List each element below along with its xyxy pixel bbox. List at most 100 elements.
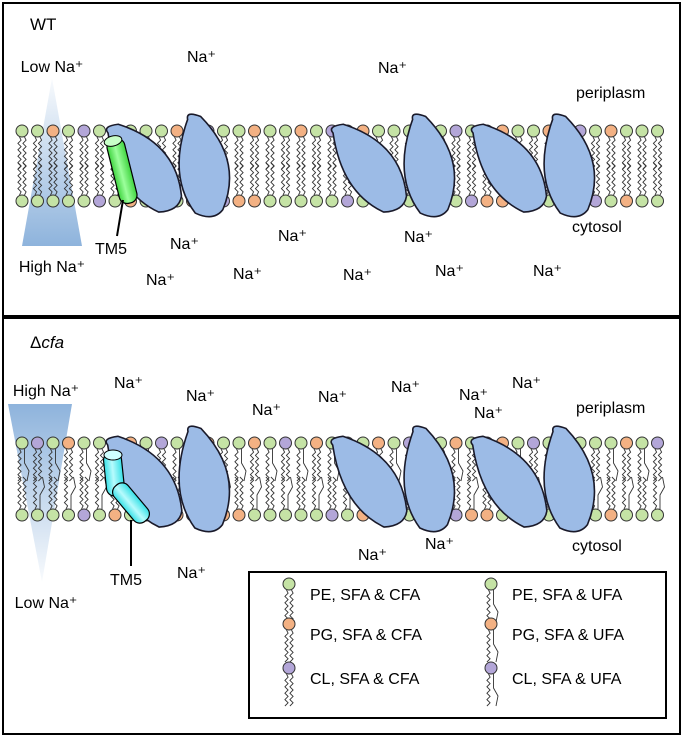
wt-panel-frame <box>2 2 681 317</box>
lipid-bottom <box>263 476 277 522</box>
transporter-dimer <box>330 113 456 218</box>
lipid-bottom <box>465 476 479 522</box>
lipid-bottom <box>62 162 75 208</box>
lipid-bottom <box>294 162 308 208</box>
sodium-ion-label: Na⁺ <box>186 388 215 405</box>
lipid-bottom <box>279 476 293 522</box>
lipid-top <box>651 436 664 482</box>
lipid-bottom <box>279 162 292 208</box>
sodium-ion-label: Na⁺ <box>404 229 433 246</box>
lipid-bottom <box>248 476 262 522</box>
sodium-ion-label: Na⁺ <box>146 272 175 289</box>
lipid-top <box>589 436 602 482</box>
legend-lipid-icon <box>484 577 499 623</box>
wt-title: WT <box>30 15 56 34</box>
wt-tm5-label: TM5 <box>95 241 127 258</box>
lipid-top <box>635 436 650 482</box>
lipid-top <box>310 436 323 482</box>
dcfa-gradient-top-label: High Na⁺ <box>13 383 79 400</box>
legend-item: PE, SFA & CFA <box>282 577 421 623</box>
wt-gradient-triangle <box>22 78 82 246</box>
lipid-bottom <box>15 162 29 208</box>
lipid-top <box>620 124 633 170</box>
lipid-bottom <box>46 162 60 208</box>
lipid-bottom <box>248 162 261 208</box>
sodium-ion-label: Na⁺ <box>459 387 488 404</box>
legend-item: PG, SFA & UFA <box>484 617 624 663</box>
legend-label: PG, SFA & UFA <box>512 627 624 644</box>
lipid-top <box>62 436 75 482</box>
legend-label: CL, SFA & UFA <box>512 671 622 688</box>
lipid-top <box>263 436 278 482</box>
dcfa-cytosol-label: cytosol <box>572 538 622 555</box>
wt-gradient-top-label: Low Na⁺ <box>21 59 84 76</box>
sodium-ion-label: Na⁺ <box>318 389 347 406</box>
dcfa-tm5-label: TM5 <box>110 572 142 589</box>
transporter-dimer <box>470 113 596 218</box>
sodium-ion-label: Na⁺ <box>177 565 206 582</box>
legend-lipid-icon <box>282 577 296 623</box>
lipid-top <box>449 436 464 482</box>
sodium-ion-label: Na⁺ <box>391 379 420 396</box>
lipid-bottom <box>465 162 478 208</box>
lipid-top <box>232 124 246 170</box>
lipid-bottom <box>77 162 91 208</box>
legend-label: CL, SFA & CFA <box>310 671 420 688</box>
wt-gradient-bottom-label: High Na⁺ <box>19 259 85 276</box>
dcfa-title: Δcfa <box>30 333 64 352</box>
lipid-top <box>248 436 261 482</box>
sodium-ion-label: Na⁺ <box>278 228 307 245</box>
legend-lipid-icon <box>484 661 499 707</box>
lipid-bottom <box>31 476 45 522</box>
lipid-bottom <box>651 162 664 208</box>
dcfa-tm5-helix <box>102 449 151 566</box>
lipid-bottom <box>449 162 463 208</box>
dcfa-panel: Δcfa High Na⁺ Low Na⁺ TM5 periplasm cyto… <box>2 317 681 735</box>
lipid-bottom <box>604 162 618 208</box>
lipid-top <box>604 436 619 482</box>
legend-lipid-icon <box>282 661 296 707</box>
lipid-bottom <box>232 162 246 208</box>
lipid-top <box>651 124 664 170</box>
lipid-top <box>294 436 309 482</box>
lipid-top <box>46 436 61 482</box>
lipid-bottom <box>635 476 649 522</box>
lipid-top <box>279 436 292 482</box>
lipid-bottom <box>294 476 308 522</box>
lipid-top <box>263 124 277 170</box>
lipid-bottom <box>310 476 324 522</box>
legend-item: CL, SFA & UFA <box>484 661 622 707</box>
lipid-bottom <box>263 162 277 208</box>
dcfa-panel-frame <box>2 317 681 735</box>
lipid-bottom <box>651 476 665 522</box>
sodium-ion-label: Na⁺ <box>512 375 541 392</box>
legend-box <box>248 571 667 719</box>
dcfa-transporters <box>105 425 596 533</box>
lipid-bottom <box>635 162 649 208</box>
wt-panel: WT Low Na⁺ High Na⁺ TM5 periplasm cytoso… <box>2 2 681 317</box>
lipid-top <box>635 124 649 170</box>
dcfa-sodium-ions: Na⁺Na⁺Na⁺Na⁺Na⁺Na⁺Na⁺Na⁺Na⁺Na⁺Na⁺ <box>114 375 541 582</box>
lipid-top <box>15 124 29 170</box>
sodium-ion-label: Na⁺ <box>343 267 372 284</box>
sodium-ion-label: Na⁺ <box>425 536 454 553</box>
lipid-top <box>232 436 247 482</box>
lipid-bottom <box>620 162 633 208</box>
lipid-top <box>294 124 308 170</box>
lipid-top <box>93 124 106 170</box>
lipid-bottom <box>325 162 339 208</box>
lipid-top <box>620 436 633 482</box>
lipid-top <box>77 436 92 482</box>
lipid-top <box>31 436 44 482</box>
lipid-top <box>527 124 540 170</box>
lipid-bottom <box>62 476 76 522</box>
legend-label: PG, SFA & CFA <box>310 627 422 644</box>
lipid-bottom <box>93 476 107 522</box>
lipid-bottom <box>93 162 106 208</box>
sodium-ion-label: Na⁺ <box>187 49 216 66</box>
transporter-dimer <box>470 425 596 533</box>
legend-item: CL, SFA & CFA <box>282 661 420 707</box>
dcfa-gradient-triangle <box>8 404 72 582</box>
sodium-ion-label: Na⁺ <box>233 266 262 283</box>
